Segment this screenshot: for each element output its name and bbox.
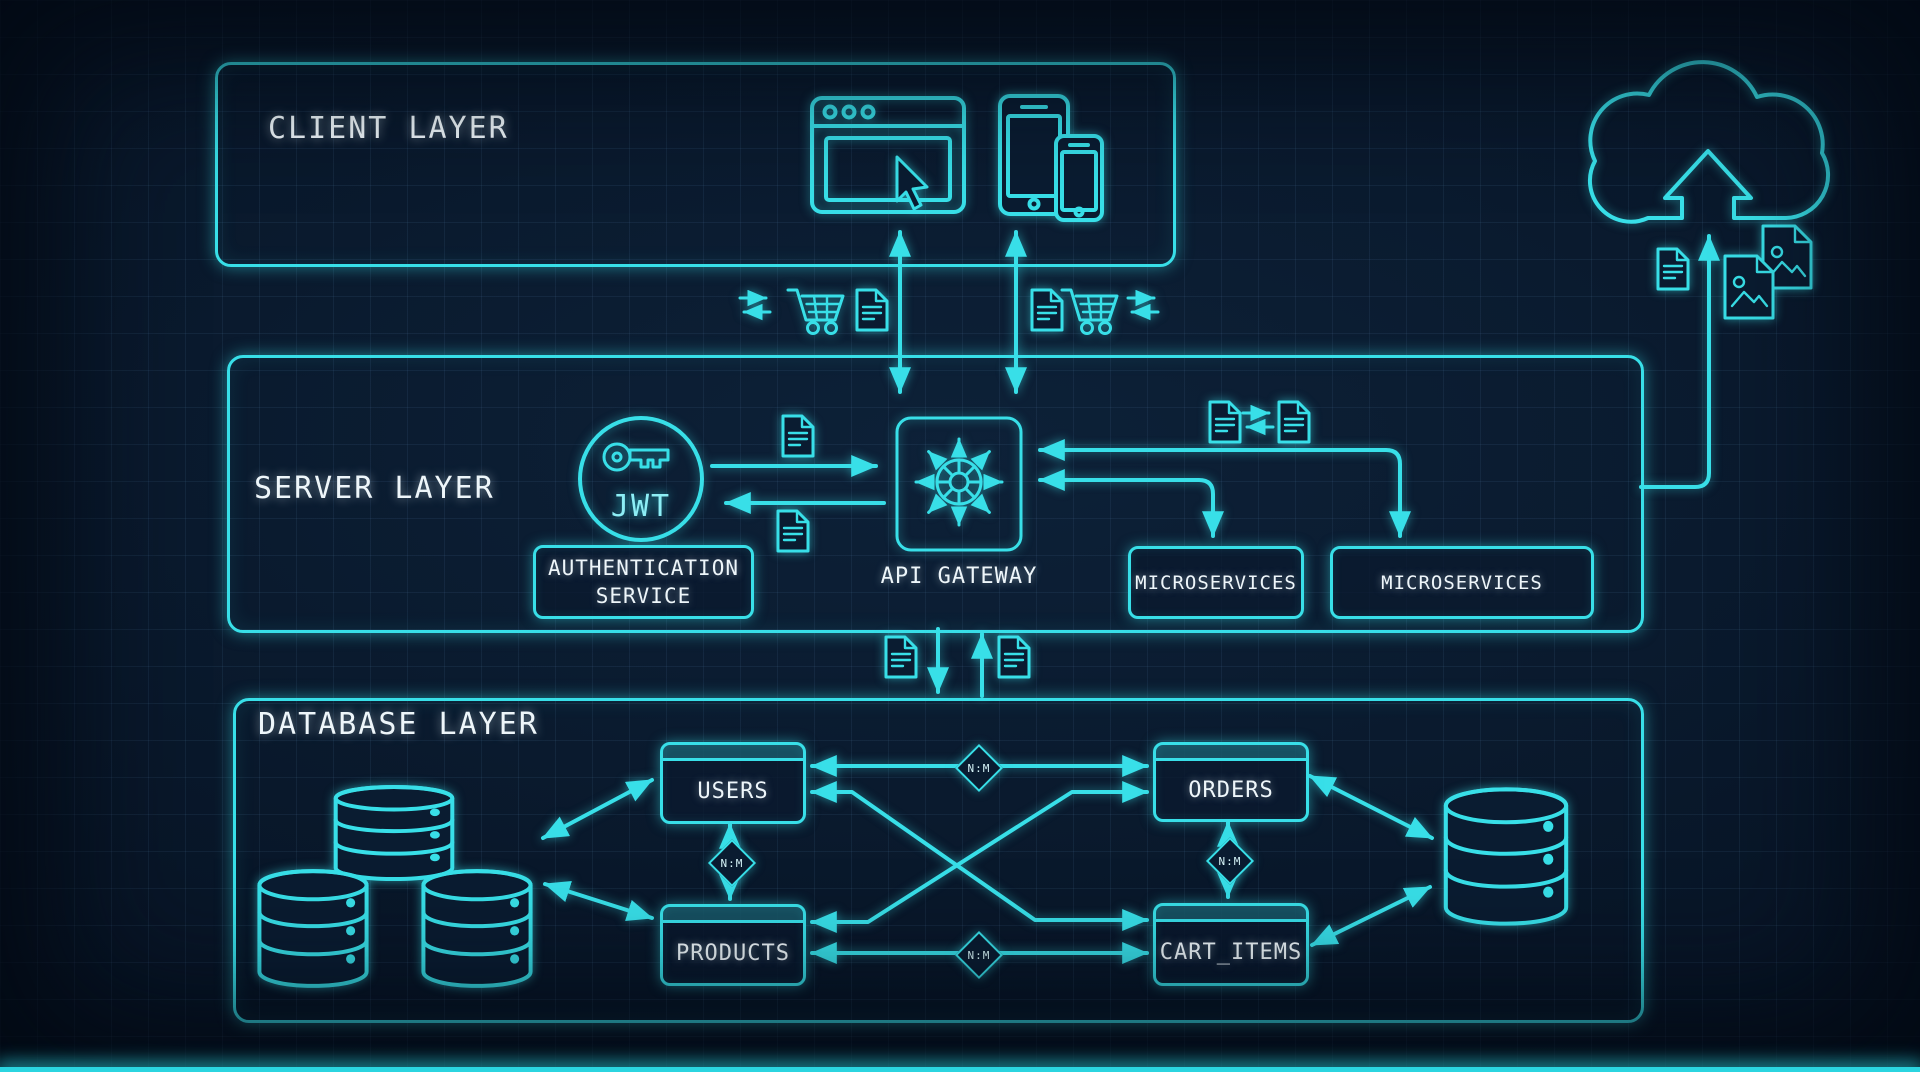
arrow-cluster-users bbox=[541, 778, 654, 840]
database-layer-title: DATABASE LAYER bbox=[258, 707, 539, 742]
browser-window-icon bbox=[810, 96, 966, 214]
relation-users-cartitems bbox=[810, 781, 1149, 931]
entity-products: PRODUCTS bbox=[660, 904, 806, 986]
mouse-cursor-icon bbox=[895, 155, 929, 211]
microservices-label: MICROSERVICES bbox=[1381, 571, 1543, 594]
api-gateway-label: API GATEWAY bbox=[880, 564, 1038, 589]
document-icon bbox=[1208, 400, 1242, 444]
shopping-cart-icon bbox=[786, 288, 845, 336]
entity-cart-items: CART_ITEMS bbox=[1153, 903, 1309, 986]
cloud-upload-icon bbox=[1587, 60, 1831, 224]
relation-products-orders bbox=[810, 781, 1149, 933]
entity-header bbox=[1156, 745, 1306, 761]
relation-label: N:M bbox=[720, 856, 744, 870]
document-icon bbox=[1277, 400, 1311, 444]
document-icon bbox=[776, 509, 810, 553]
database-server-icon bbox=[1446, 789, 1566, 923]
jwt-badge: JWT bbox=[610, 489, 672, 524]
document-icon bbox=[781, 414, 815, 458]
authentication-service-label: AUTHENTICATION SERVICE bbox=[547, 555, 739, 608]
relation-label: N:M bbox=[1218, 854, 1242, 868]
image-file-icon bbox=[1723, 254, 1775, 320]
server-layer-title: SERVER LAYER bbox=[254, 471, 495, 506]
shopping-cart-icon bbox=[1060, 288, 1119, 336]
transfer-arrows-icon bbox=[1128, 298, 1158, 312]
document-icon bbox=[884, 635, 918, 679]
document-icon bbox=[855, 288, 889, 332]
authentication-service-node: AUTHENTICATION SERVICE bbox=[533, 545, 754, 619]
database-cluster-icon bbox=[259, 787, 530, 986]
entity-label: CART_ITEMS bbox=[1159, 940, 1303, 965]
entity-label: PRODUCTS bbox=[676, 940, 790, 966]
microservices-node-2: MICROSERVICES bbox=[1330, 546, 1594, 619]
client-layer-title: CLIENT LAYER bbox=[268, 111, 509, 146]
entity-users: USERS bbox=[660, 742, 806, 824]
entity-header bbox=[663, 745, 803, 761]
document-icon bbox=[1030, 288, 1064, 332]
bottom-glow-edge bbox=[0, 1067, 1920, 1072]
arrow-cartitems-db bbox=[1310, 885, 1432, 947]
relation-label: N:M bbox=[967, 761, 991, 775]
arrow-cluster-products bbox=[543, 881, 654, 921]
document-icon bbox=[1656, 247, 1690, 291]
entity-label: ORDERS bbox=[1188, 777, 1274, 803]
transfer-arrows-icon bbox=[740, 298, 770, 312]
arrow-gateway-microservices-2 bbox=[1038, 439, 1411, 538]
entity-label: USERS bbox=[697, 778, 769, 804]
arrow-orders-db bbox=[1308, 774, 1434, 840]
smartphone-icon bbox=[1054, 134, 1104, 222]
microservices-label: MICROSERVICES bbox=[1135, 571, 1297, 594]
database-layer-box bbox=[233, 698, 1644, 1023]
server-layer-box bbox=[227, 355, 1644, 633]
arrow-server-to-cloud bbox=[1639, 234, 1720, 489]
entity-header bbox=[663, 907, 803, 923]
arrow-gateway-microservices-1 bbox=[1038, 469, 1224, 538]
document-icon bbox=[997, 635, 1031, 679]
client-layer-box bbox=[215, 62, 1176, 267]
api-gateway-hub-icon bbox=[895, 416, 1023, 552]
transfer-arrows-icon bbox=[1243, 413, 1273, 427]
entity-orders: ORDERS bbox=[1153, 742, 1309, 822]
microservices-node-1: MICROSERVICES bbox=[1128, 546, 1304, 619]
relation-label: N:M bbox=[967, 948, 991, 962]
jwt-key-icon bbox=[578, 416, 704, 542]
entity-header bbox=[1156, 906, 1306, 922]
